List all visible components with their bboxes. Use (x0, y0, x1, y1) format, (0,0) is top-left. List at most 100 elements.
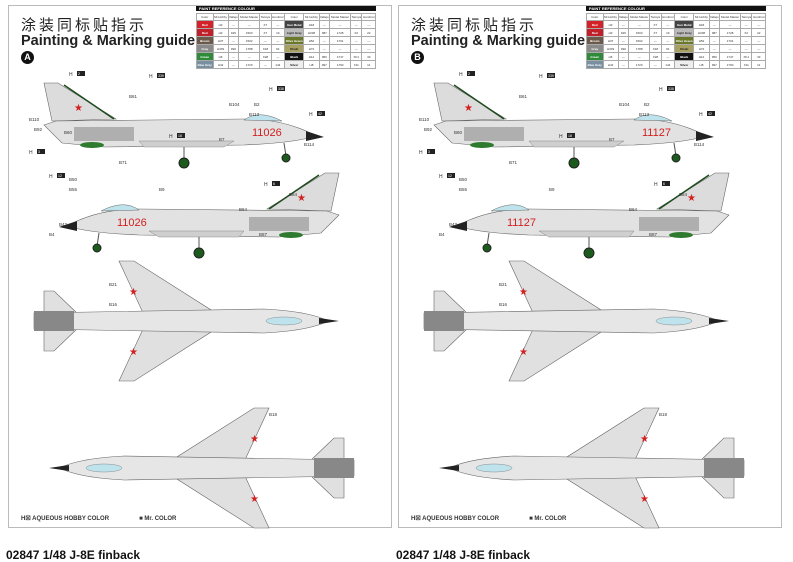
callout-label: B50 (459, 177, 468, 182)
callout-label: B71 (509, 160, 518, 165)
callout-label: B84 (679, 192, 688, 197)
callout-label: H 18 (559, 133, 575, 140)
callout-label: B61 (519, 94, 528, 99)
svg-text:★: ★ (250, 434, 259, 445)
color-swatch: Silver (284, 60, 305, 69)
callout-label: B50 (69, 177, 78, 182)
svg-text:B9: B9 (549, 187, 555, 192)
svg-text:H: H (269, 87, 273, 93)
svg-text:B9: B9 (159, 187, 165, 192)
svg-text:B16: B16 (499, 302, 508, 307)
svg-text:B104: B104 (619, 102, 630, 107)
callout-label: B110 (419, 117, 430, 122)
table-cell: 144 (270, 60, 286, 69)
svg-text:B60: B60 (64, 130, 73, 135)
callout-label: B71 (119, 160, 128, 165)
svg-text:B64: B64 (239, 207, 248, 212)
table-cell: H8 (693, 60, 710, 69)
callout-label: B43 (59, 222, 68, 227)
callout-label: B110 (29, 117, 40, 122)
svg-text:H: H (559, 134, 563, 140)
svg-text:B61: B61 (519, 94, 528, 99)
legend-mr-color: ■ Mr. COLOR (139, 516, 177, 522)
svg-text:6: 6 (273, 182, 275, 186)
svg-text:B43: B43 (59, 222, 68, 227)
svg-text:12: 12 (58, 174, 62, 178)
svg-text:★: ★ (129, 347, 138, 358)
svg-text:★: ★ (640, 434, 649, 445)
svg-text:B71: B71 (119, 160, 128, 165)
svg-text:H: H (659, 87, 663, 93)
table-cell: — (649, 60, 662, 69)
callout-label: B104 (619, 102, 630, 107)
callout-label: B55 (459, 187, 468, 192)
table-cell: H8 (303, 60, 320, 69)
svg-text:H: H (459, 72, 463, 78)
callout-label: B92 (34, 127, 43, 132)
callout-label: B9 (159, 187, 165, 192)
svg-text:B55: B55 (459, 187, 468, 192)
svg-text:B55: B55 (69, 187, 78, 192)
callout-label: B4 (439, 232, 445, 237)
svg-text:B61: B61 (129, 94, 138, 99)
svg-text:B60: B60 (454, 130, 463, 135)
svg-text:H: H (29, 150, 33, 156)
svg-text:B4: B4 (439, 232, 445, 237)
table-cell: — (259, 60, 272, 69)
scheme-badge: B (411, 51, 424, 64)
callout-label: B9 (549, 187, 555, 192)
side-serial-number: 11026 (252, 127, 282, 139)
title-english: Painting & Marking guide (411, 33, 586, 49)
svg-text:42: 42 (708, 112, 712, 116)
callout-label: B87 (649, 232, 658, 237)
svg-text:B71: B71 (509, 160, 518, 165)
footer-title-left: 02847 1/48 J-8E finback (6, 548, 141, 562)
side-serial-number: 11127 (642, 127, 671, 139)
callout-label: B113 (639, 112, 650, 117)
svg-text:B18: B18 (659, 412, 668, 417)
svg-text:B16: B16 (109, 302, 118, 307)
callout-label: B16 (499, 302, 508, 307)
svg-text:B43: B43 (449, 222, 458, 227)
svg-text:2: 2 (468, 72, 470, 76)
svg-text:B113: B113 (639, 112, 650, 117)
side-serial-number: 11026 (117, 217, 147, 229)
svg-text:H: H (439, 174, 443, 180)
callout-label: B87 (259, 232, 268, 237)
table-cell: 11 (751, 60, 766, 69)
svg-text:B87: B87 (649, 232, 658, 237)
svg-text:B92: B92 (34, 127, 43, 132)
svg-text:B84: B84 (679, 192, 688, 197)
table-cell: 144 (660, 60, 676, 69)
side-serial-number: 11127 (507, 217, 536, 229)
svg-text:H: H (169, 134, 173, 140)
callout-label: B64 (239, 207, 248, 212)
svg-text:B114: B114 (694, 142, 705, 147)
title-chinese: 涂装同标贴指示 (21, 16, 148, 34)
callout-label: B7 (609, 137, 615, 142)
svg-text:18: 18 (568, 134, 572, 138)
svg-text:★: ★ (297, 193, 306, 204)
svg-text:H: H (419, 150, 423, 156)
paint-legend: H☒ AQUEOUS HOBBY COLOR■ Mr. COLOR (411, 515, 596, 522)
callout-label: B104 (229, 102, 240, 107)
bottom-view: ★★ (439, 407, 745, 529)
side-view-right: ★11127 (449, 172, 730, 259)
legend-aqueous: H☒ AQUEOUS HOBBY COLOR (21, 516, 110, 522)
svg-text:★: ★ (250, 494, 259, 505)
legend-aqueous: H☒ AQUEOUS HOBBY COLOR (411, 516, 500, 522)
table-cell: H42 (602, 60, 619, 69)
svg-text:B92: B92 (424, 127, 433, 132)
